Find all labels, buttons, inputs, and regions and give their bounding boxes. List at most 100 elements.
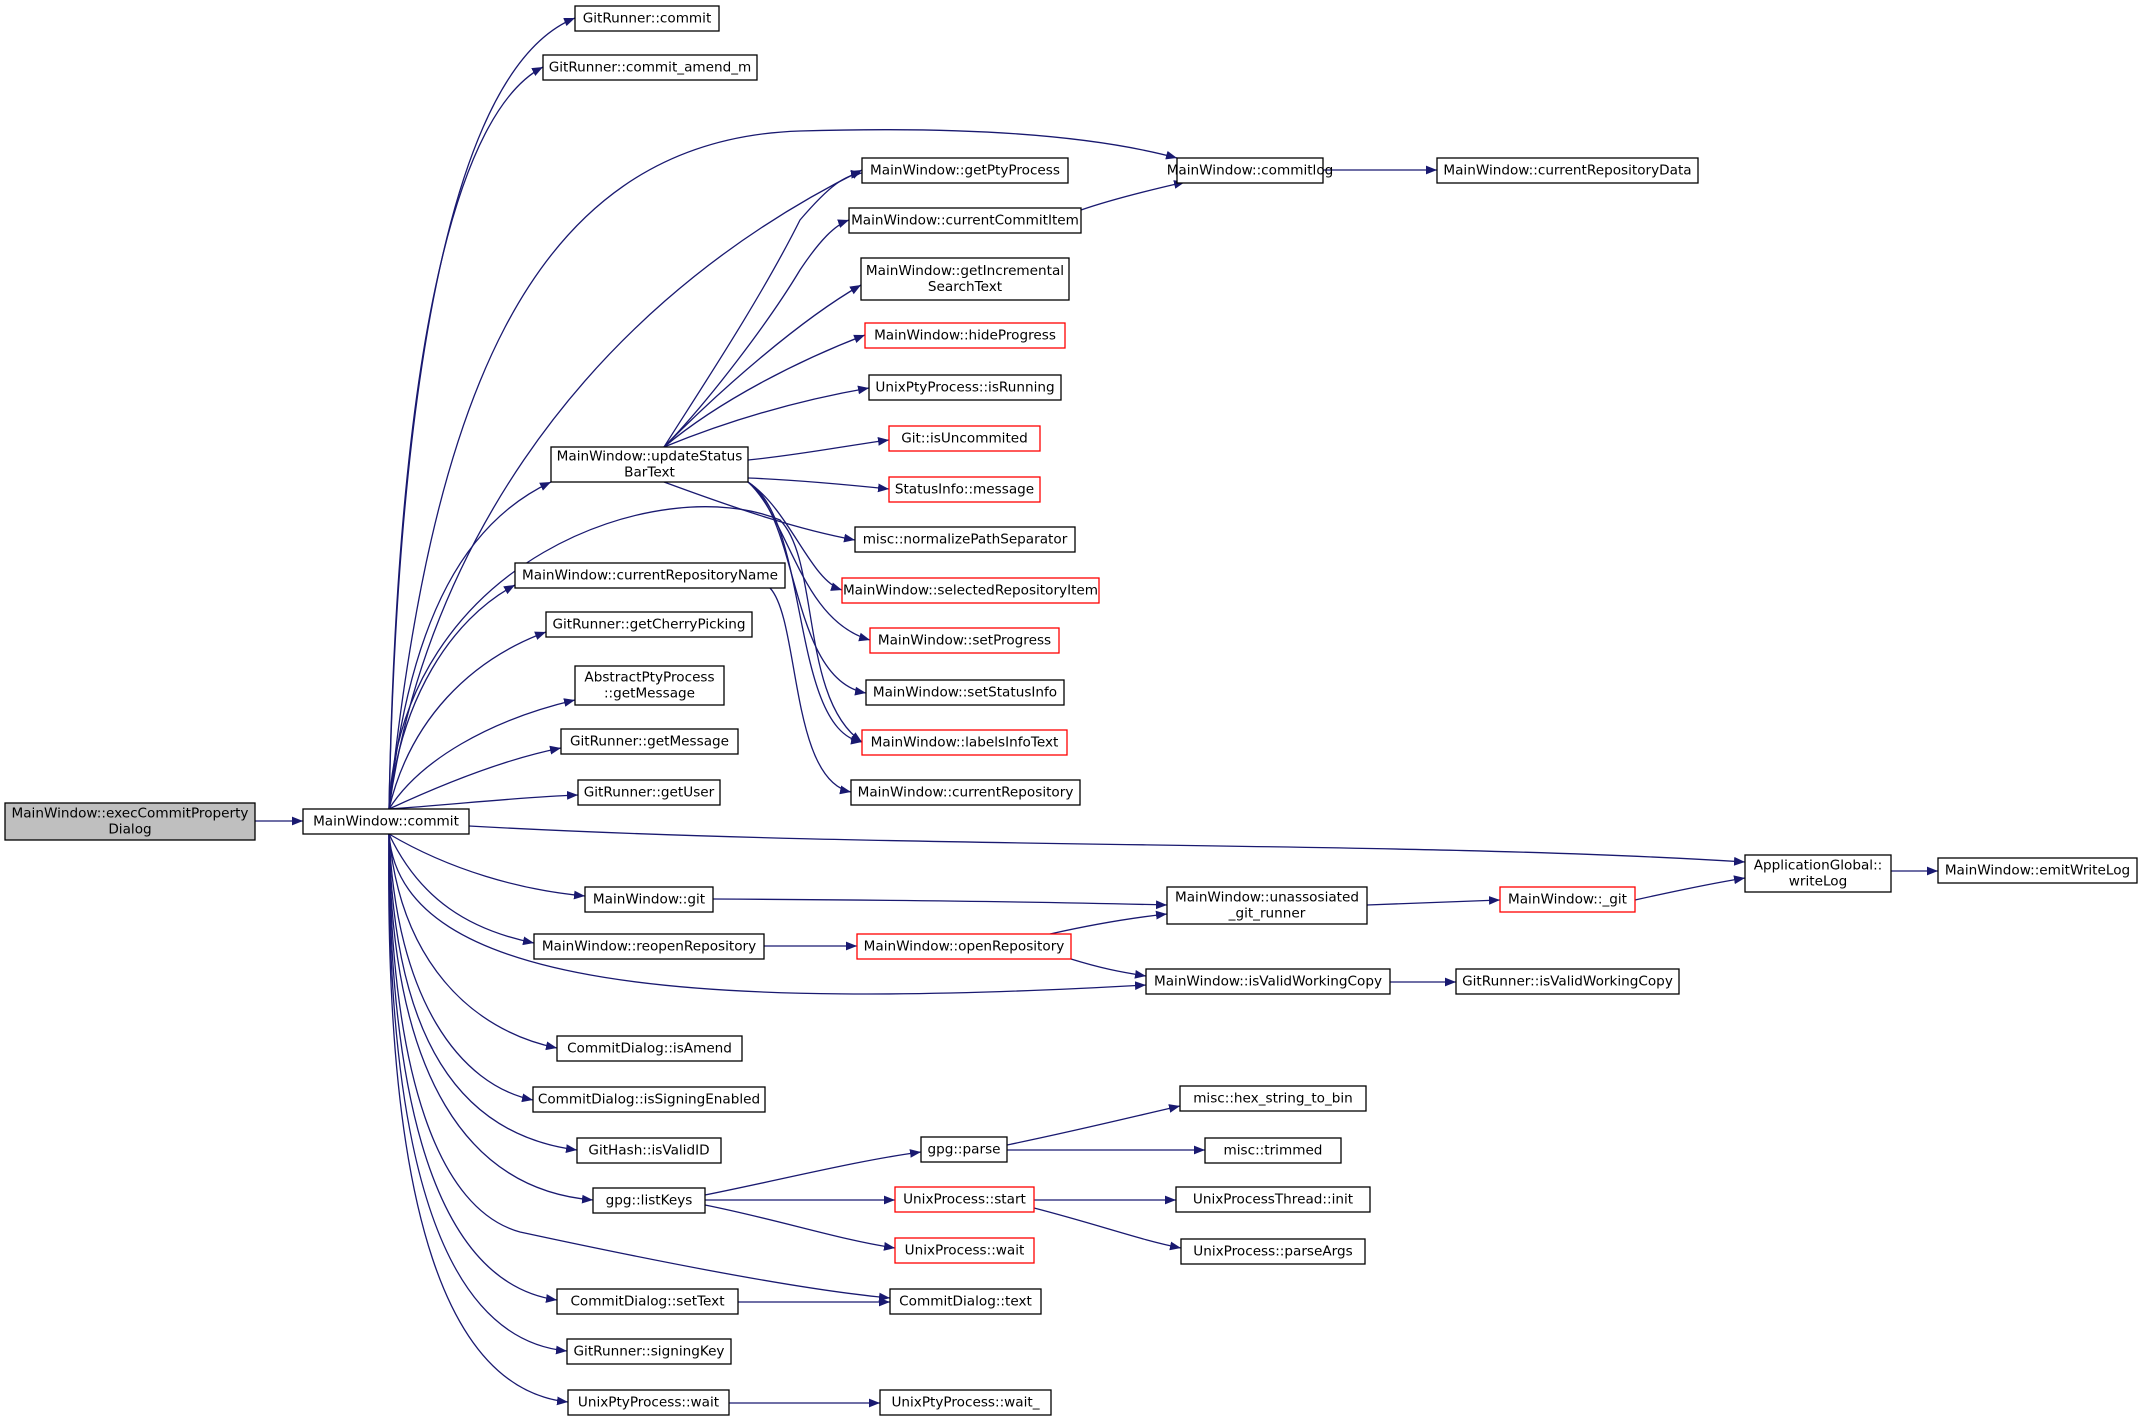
node-box[interactable] (560, 728, 739, 755)
node-box[interactable] (532, 1086, 766, 1113)
node-isRunning[interactable]: UnixPtyProcess::isRunning (868, 374, 1062, 401)
node-box[interactable] (584, 886, 714, 913)
node-underGit[interactable]: MainWindow::_git (1499, 886, 1636, 913)
node-uppWait[interactable]: UnixPtyProcess::wait (567, 1389, 730, 1416)
node-box[interactable] (550, 446, 749, 483)
node-setStatusInfo[interactable]: MainWindow::setStatusInfo (865, 679, 1065, 706)
node-box[interactable] (514, 562, 786, 589)
node-box[interactable] (894, 1186, 1035, 1213)
node-uptInit[interactable]: UnixProcessThread::init (1175, 1186, 1371, 1213)
node-box[interactable] (574, 5, 720, 32)
node-box[interactable] (854, 526, 1076, 553)
node-cdText[interactable]: CommitDialog::text (889, 1288, 1042, 1315)
node-writeLog[interactable]: ApplicationGlobal::writeLog (1744, 854, 1892, 893)
node-currentRepo[interactable]: MainWindow::currentRepository (850, 779, 1081, 806)
node-currentCommitItem[interactable]: MainWindow::currentCommitItem (848, 207, 1082, 234)
node-isUncommited[interactable]: Git::isUncommited (888, 425, 1041, 452)
node-box[interactable] (888, 476, 1041, 503)
node-box[interactable] (1204, 1137, 1342, 1164)
node-box[interactable] (1179, 1085, 1367, 1112)
node-box[interactable] (860, 257, 1070, 301)
node-grCommit[interactable]: GitRunner::commit (574, 5, 720, 32)
node-box[interactable] (888, 425, 1041, 452)
node-box[interactable] (576, 1137, 722, 1164)
node-grGetMessage[interactable]: GitRunner::getMessage (560, 728, 739, 755)
node-setText[interactable]: CommitDialog::setText (556, 1288, 739, 1315)
node-box[interactable] (1175, 1186, 1371, 1213)
node-isValidID[interactable]: GitHash::isValidID (576, 1137, 722, 1164)
node-hideProgress[interactable]: MainWindow::hideProgress (864, 322, 1066, 349)
node-labelsInfo[interactable]: MainWindow::labelsInfoText (861, 729, 1068, 756)
node-box[interactable] (841, 577, 1100, 604)
node-box[interactable] (1937, 857, 2138, 884)
node-box[interactable] (865, 679, 1065, 706)
node-box[interactable] (920, 1136, 1008, 1163)
node-box[interactable] (861, 729, 1068, 756)
node-box[interactable] (566, 1338, 732, 1365)
node-selectedRepoItem[interactable]: MainWindow::selectedRepositoryItem (841, 577, 1100, 604)
node-box[interactable] (556, 1288, 739, 1315)
node-box[interactable] (1436, 157, 1699, 184)
node-box[interactable] (879, 1389, 1052, 1416)
node-upWait[interactable]: UnixProcess::wait (894, 1237, 1035, 1264)
node-currentRepoData[interactable]: MainWindow::currentRepositoryData (1436, 157, 1699, 184)
node-box[interactable] (861, 157, 1069, 184)
node-uppWaitU[interactable]: UnixPtyProcess::wait_ (879, 1389, 1052, 1416)
node-hexToBin[interactable]: misc::hex_string_to_bin (1179, 1085, 1367, 1112)
node-isAmend[interactable]: CommitDialog::isAmend (556, 1035, 743, 1062)
node-parseArgs[interactable]: UnixProcess::parseArgs (1180, 1238, 1366, 1265)
node-upStart[interactable]: UnixProcess::start (894, 1186, 1035, 1213)
node-box[interactable] (1455, 968, 1680, 995)
node-setProgress[interactable]: MainWindow::setProgress (869, 627, 1060, 654)
node-box[interactable] (545, 611, 753, 638)
node-box[interactable] (302, 808, 470, 835)
node-box[interactable] (868, 374, 1062, 401)
node-box[interactable] (542, 54, 758, 81)
node-box[interactable] (869, 627, 1060, 654)
node-box[interactable] (1499, 886, 1636, 913)
node-box[interactable] (556, 1035, 743, 1062)
node-box[interactable] (577, 779, 721, 806)
node-reopenRepo[interactable]: MainWindow::reopenRepository (533, 933, 765, 960)
node-box[interactable] (1744, 854, 1892, 893)
node-listKeys[interactable]: gpg::listKeys (592, 1187, 706, 1214)
node-isValidWC[interactable]: MainWindow::isValidWorkingCopy (1145, 968, 1391, 995)
node-box[interactable] (4, 802, 256, 841)
node-box[interactable] (1145, 968, 1391, 995)
node-box[interactable] (1180, 1238, 1366, 1265)
node-box[interactable] (567, 1389, 730, 1416)
node-box[interactable] (894, 1237, 1035, 1264)
node-commitlog[interactable]: MainWindow::commitlog (1167, 157, 1334, 184)
node-grCommitAmend[interactable]: GitRunner::commit_amend_m (542, 54, 758, 81)
node-box[interactable] (1166, 886, 1368, 925)
node-grIsValidWC[interactable]: GitRunner::isValidWorkingCopy (1455, 968, 1680, 995)
node-box[interactable] (533, 933, 765, 960)
node-gpgParse[interactable]: gpg::parse (920, 1136, 1008, 1163)
node-getPty[interactable]: MainWindow::getPtyProcess (861, 157, 1069, 184)
node-box[interactable] (592, 1187, 706, 1214)
node-emitWriteLog[interactable]: MainWindow::emitWriteLog (1937, 857, 2138, 884)
node-trimmed[interactable]: misc::trimmed (1204, 1137, 1342, 1164)
node-grGetUser[interactable]: GitRunner::getUser (577, 779, 721, 806)
node-mwGit[interactable]: MainWindow::git (584, 886, 714, 913)
node-box[interactable] (889, 1288, 1042, 1315)
node-box[interactable] (574, 665, 725, 706)
node-box[interactable] (856, 933, 1072, 960)
node-cherryPicking[interactable]: GitRunner::getCherryPicking (545, 611, 753, 638)
node-box[interactable] (850, 779, 1081, 806)
node-isSigning[interactable]: CommitDialog::isSigningEnabled (532, 1086, 766, 1113)
node-box[interactable] (848, 207, 1082, 234)
node-currentRepoName[interactable]: MainWindow::currentRepositoryName (514, 562, 786, 589)
node-box[interactable] (1176, 157, 1324, 184)
node-absGetMessage[interactable]: AbstractPtyProcess::getMessage (574, 665, 725, 706)
node-commit[interactable]: MainWindow::commit (302, 808, 470, 835)
node-openRepo[interactable]: MainWindow::openRepository (856, 933, 1072, 960)
node-statusMessage[interactable]: StatusInfo::message (888, 476, 1041, 503)
node-box[interactable] (864, 322, 1066, 349)
node-signingKey[interactable]: GitRunner::signingKey (566, 1338, 732, 1365)
node-unassoc[interactable]: MainWindow::unassosiated_git_runner (1166, 886, 1368, 925)
node-normalizePath[interactable]: misc::normalizePathSeparator (854, 526, 1076, 553)
